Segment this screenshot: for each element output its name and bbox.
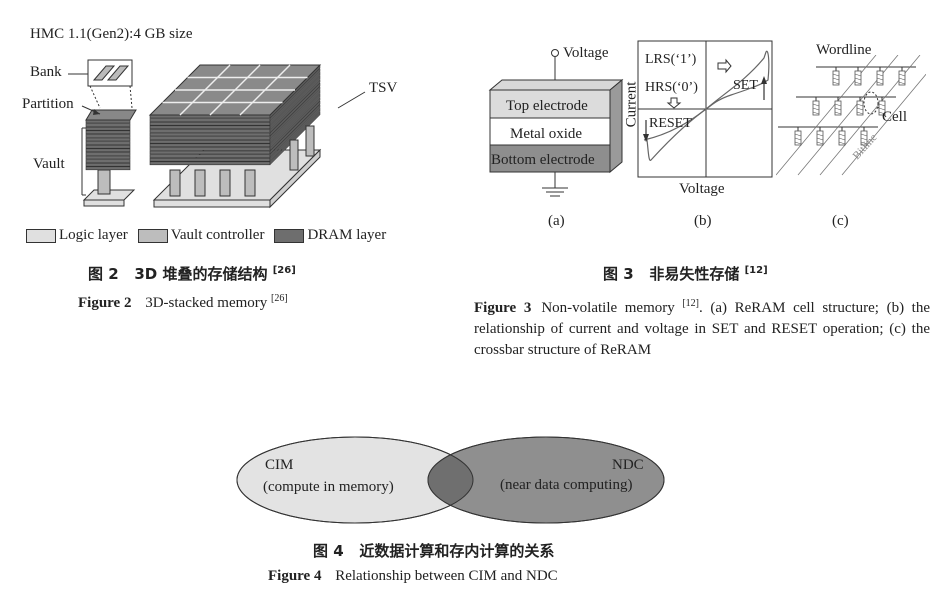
caption-text: Relationship between CIM and NDC: [335, 568, 558, 584]
fig4-caption-cn: 图 4 近数据计算和存内计算的关系: [313, 540, 554, 561]
caption-ref: [12]: [744, 265, 768, 276]
caption-ref: [26]: [272, 265, 296, 276]
caption-text: 3D-stacked memory: [145, 295, 268, 311]
ndc-label: NDC: [612, 457, 644, 473]
caption-text-rest: . (a) ReRAM cell structure; (b) the rela…: [474, 300, 930, 358]
caption-text: 非易失性存储: [649, 265, 740, 283]
fig3c-crossbar: [776, 55, 926, 176]
caption-number: 图 4: [313, 542, 344, 560]
fig3b-label: (b): [694, 213, 712, 229]
caption-text: 近数据计算和存内计算的关系: [359, 542, 555, 560]
cell-highlight: [863, 91, 879, 115]
fig2-caption-cn: 图 2 3D 堆叠的存储结构 [26]: [88, 263, 296, 284]
tsv-label: TSV: [369, 80, 398, 96]
fig3c-label: (c): [832, 213, 849, 229]
partition-label: Partition: [22, 96, 74, 112]
hrs-label: HRS(‘0’): [645, 80, 698, 95]
main-hmc-cube: [148, 64, 322, 209]
wordline-label: Wordline: [816, 42, 872, 58]
caption-number: 图 2: [88, 265, 119, 283]
current-axis-label: Current: [623, 81, 640, 128]
fig2-caption-en: Figure 2 3D-stacked memory [26]: [78, 293, 288, 312]
legend-swatch: [26, 228, 56, 243]
fig2-title: HMC 1.1(Gen2):4 GB size: [30, 26, 193, 42]
lrs-label: LRS(‘1’): [645, 52, 697, 67]
ndc-sublabel: (near data computing): [500, 477, 633, 493]
fig3-caption-en: Figure 3 Non-volatile memory [12]. (a) Re…: [474, 293, 930, 361]
set-label: SET: [733, 78, 758, 93]
fig3-caption-cn: 图 3 非易失性存储 [12]: [603, 263, 768, 284]
single-vault: [82, 109, 137, 207]
top-electrode: [489, 89, 611, 119]
top-electrode-label: Top electrode: [506, 98, 588, 114]
cim-sublabel: (compute in memory): [263, 479, 394, 495]
legend-item-logic: Logic layer: [26, 227, 128, 244]
caption-number: Figure 4: [268, 568, 322, 584]
legend-label: Vault controller: [170, 227, 265, 243]
caption-ref: [12]: [682, 298, 700, 309]
caption-text: 3D 堆叠的存储结构: [134, 265, 268, 283]
reset-label: RESET: [649, 116, 692, 131]
legend-label: Logic layer: [59, 227, 128, 243]
voltage-axis-label: Voltage: [679, 181, 725, 197]
right-hollow-arrow-icon: [717, 58, 732, 74]
legend-label: DRAM layer: [307, 227, 387, 243]
legend-item-dram: DRAM layer: [274, 227, 386, 244]
metal-oxide-layer: [489, 117, 611, 146]
vault-label: Vault: [33, 156, 65, 172]
fig4-venn-diagram: [236, 436, 665, 524]
bottom-electrode: [489, 144, 611, 173]
fig3b-iv-curve: [637, 40, 773, 178]
fig3a-voltage-label: Voltage: [563, 45, 609, 61]
fig3a-label: (a): [548, 213, 565, 229]
caption-number: 图 3: [603, 265, 634, 283]
caption-number: Figure 3: [474, 300, 532, 316]
caption-text: Non-volatile memory: [541, 300, 675, 316]
legend-swatch: [137, 228, 168, 243]
fig3a-reram-cell: [488, 49, 624, 197]
fig4-caption-en: Figure 4 Relationship between CIM and ND…: [268, 568, 558, 585]
caption-ref: [26]: [271, 293, 288, 304]
legend-swatch: [274, 228, 305, 243]
down-hollow-arrow-icon: [666, 97, 682, 109]
bank-chips: [87, 59, 133, 87]
caption-number: Figure 2: [78, 295, 132, 311]
fig2-legend: Logic layer Vault controller DRAM layer: [26, 227, 386, 244]
bank-label: Bank: [30, 64, 62, 80]
cell-label: Cell: [882, 109, 907, 125]
legend-item-vault-controller: Vault controller: [137, 227, 265, 244]
fig2-3d-stacked-diagram: [68, 59, 366, 209]
metal-oxide-label: Metal oxide: [510, 126, 583, 142]
bottom-electrode-label: Bottom electrode: [491, 152, 595, 168]
cim-label: CIM: [265, 457, 294, 473]
